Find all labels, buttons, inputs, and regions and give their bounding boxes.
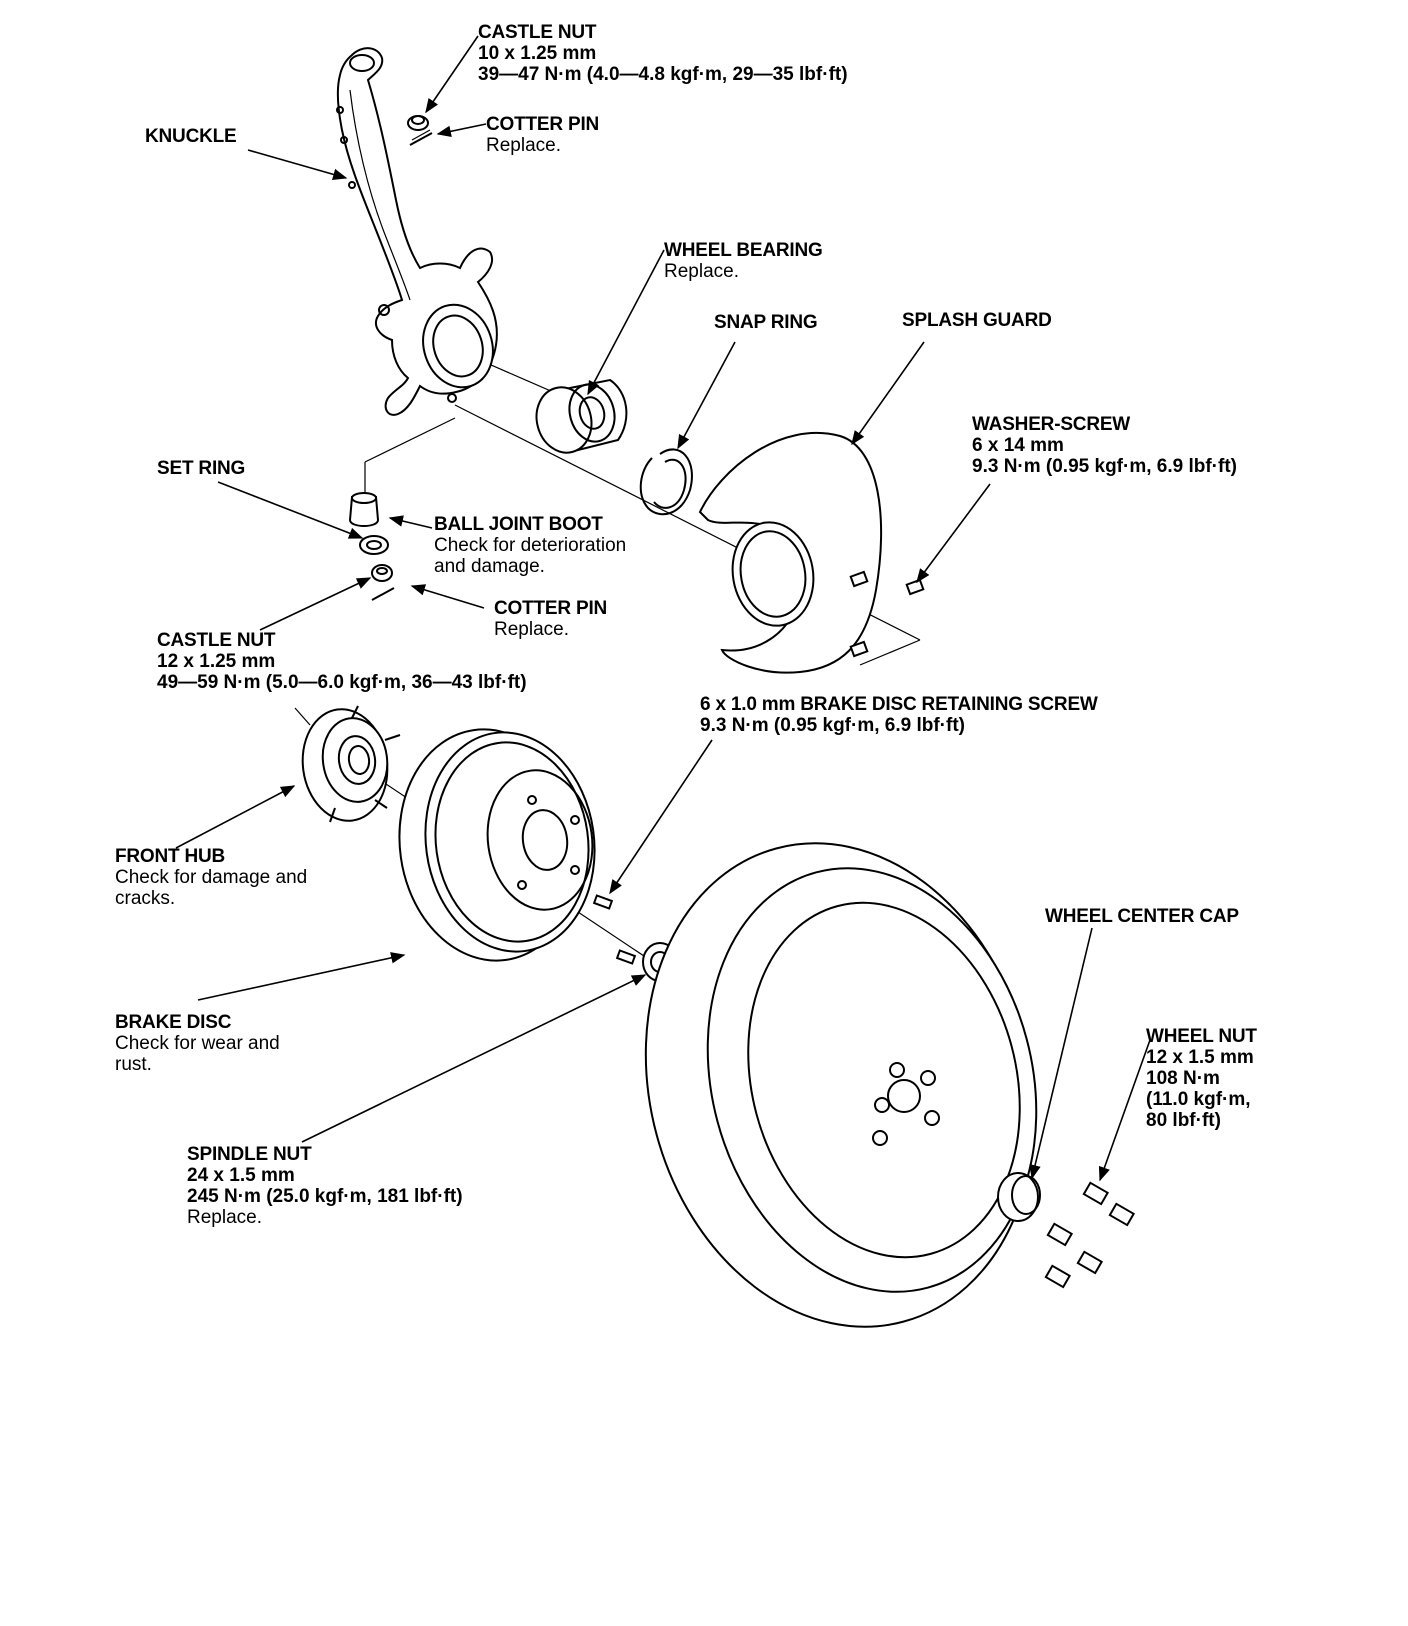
castle-nut-mid-title: CASTLE NUT [157, 630, 276, 651]
castle-nut-top-part [407, 115, 429, 131]
wheel-center-cap-label: WHEEL CENTER CAP [1045, 906, 1239, 927]
wheel-center-cap-title: WHEEL CENTER CAP [1045, 906, 1239, 927]
splash-guard-part [698, 431, 883, 674]
cotter-pin-top-part [409, 129, 433, 146]
cotter-pin-mid-label: COTTER PIN Replace. [494, 598, 607, 640]
ball-joint-boot-note1: Check for deterioration [434, 535, 627, 556]
castle-nut-top-title: CASTLE NUT [478, 22, 597, 43]
front-hub-title: FRONT HUB [115, 846, 226, 867]
washer-screws-part [849, 570, 925, 658]
cotter-pin-mid-title: COTTER PIN [494, 598, 608, 619]
brake-disc-note2: rust. [115, 1054, 152, 1075]
wheel-nut-title: WHEEL NUT [1146, 1026, 1257, 1047]
castle-nut-top-label: CASTLE NUT 10 x 1.25 mm 39—47 N·m (4.0—4… [478, 22, 848, 85]
wheel-nut-torque-lbfft: 80 lbf·ft) [1146, 1110, 1221, 1131]
knuckle-title: KNUCKLE [145, 126, 237, 147]
spindle-nut-torque: 245 N·m (25.0 kgf·m, 181 lbf·ft) [187, 1186, 463, 1207]
castle-nut-mid-size: 12 x 1.25 mm [157, 651, 276, 672]
ball-joint-boot-title: BALL JOINT BOOT [434, 514, 603, 535]
front-hub-label: FRONT HUB Check for damage and cracks. [115, 846, 307, 909]
spindle-nut-size: 24 x 1.5 mm [187, 1165, 295, 1186]
wheel-nuts-part [1044, 1181, 1136, 1289]
castle-nut-mid-part [371, 564, 393, 582]
set-ring-part [359, 535, 389, 555]
cotter-pin-mid-part [371, 587, 395, 601]
brake-disc-label: BRAKE DISC Check for wear and rust. [115, 1012, 280, 1075]
wheel-nut-label: WHEEL NUT 12 x 1.5 mm 108 N·m (11.0 kgf·… [1146, 1026, 1257, 1131]
snap-ring-part [639, 448, 693, 516]
snap-ring-label: SNAP RING [714, 312, 818, 333]
brake-disc-screws-part [592, 894, 637, 965]
front-hub-part [301, 705, 401, 823]
cotter-pin-top-note: Replace. [486, 135, 561, 156]
brake-disc-screw-label: 6 x 1.0 mm BRAKE DISC RETAINING SCREW 9.… [700, 694, 1098, 736]
splash-guard-title: SPLASH GUARD [902, 310, 1052, 331]
spindle-nut-title: SPINDLE NUT [187, 1144, 312, 1165]
knuckle-label: KNUCKLE [145, 126, 237, 147]
ball-joint-boot-note2: and damage. [434, 556, 545, 577]
set-ring-title: SET RING [157, 458, 246, 479]
front-hub-note2: cracks. [115, 888, 176, 909]
brake-disc-note1: Check for wear and [115, 1033, 280, 1054]
washer-screw-label: WASHER-SCREW 6 x 14 mm 9.3 N·m (0.95 kgf… [972, 414, 1237, 477]
ball-joint-boot-part [348, 492, 380, 527]
brake-disc-screw-torque: 9.3 N·m (0.95 kgf·m, 6.9 lbf·ft) [700, 715, 965, 736]
knuckle-part [336, 47, 498, 416]
spindle-nut-note: Replace. [187, 1207, 262, 1228]
wheel-center-cap-part [997, 1172, 1041, 1222]
wheel-bearing-note: Replace. [664, 261, 739, 282]
spindle-nut-label: SPINDLE NUT 24 x 1.5 mm 245 N·m (25.0 kg… [187, 1144, 463, 1228]
wheel-bearing-label: WHEEL BEARING Replace. [664, 240, 823, 282]
washer-screw-title: WASHER-SCREW [972, 414, 1131, 435]
cotter-pin-top-title: COTTER PIN [486, 114, 600, 135]
wheel-tire-part [644, 842, 1038, 1328]
wheel-nut-torque-nm: 108 N·m [1146, 1068, 1220, 1089]
cotter-pin-top-label: COTTER PIN Replace. [486, 114, 599, 156]
front-hub-note1: Check for damage and [115, 867, 308, 888]
castle-nut-top-torque: 39—47 N·m (4.0—4.8 kgf·m, 29—35 lbf·ft) [478, 64, 848, 85]
snap-ring-title: SNAP RING [714, 312, 818, 333]
brake-disc-title: BRAKE DISC [115, 1012, 232, 1033]
leader-lines [175, 35, 1151, 1182]
wheel-nut-torque-kgfm: (11.0 kgf·m, [1146, 1089, 1251, 1110]
splash-guard-label: SPLASH GUARD [902, 310, 1052, 331]
cotter-pin-mid-note: Replace. [494, 619, 569, 640]
wheel-bearing-title: WHEEL BEARING [664, 240, 823, 261]
brake-disc-part [398, 728, 596, 962]
washer-screw-torque: 9.3 N·m (0.95 kgf·m, 6.9 lbf·ft) [972, 456, 1237, 477]
wheel-nut-size: 12 x 1.5 mm [1146, 1047, 1254, 1068]
brake-disc-screw-title: 6 x 1.0 mm BRAKE DISC RETAINING SCREW [700, 694, 1098, 715]
set-ring-label: SET RING [157, 458, 245, 479]
castle-nut-top-size: 10 x 1.25 mm [478, 43, 597, 64]
castle-nut-mid-torque: 49—59 N·m (5.0—6.0 kgf·m, 36—43 lbf·ft) [157, 672, 527, 693]
washer-screw-size: 6 x 14 mm [972, 435, 1064, 456]
ball-joint-boot-label: BALL JOINT BOOT Check for deterioration … [434, 514, 626, 577]
castle-nut-mid-label: CASTLE NUT 12 x 1.25 mm 49—59 N·m (5.0—6… [157, 630, 527, 693]
wheel-bearing-part [535, 378, 628, 454]
